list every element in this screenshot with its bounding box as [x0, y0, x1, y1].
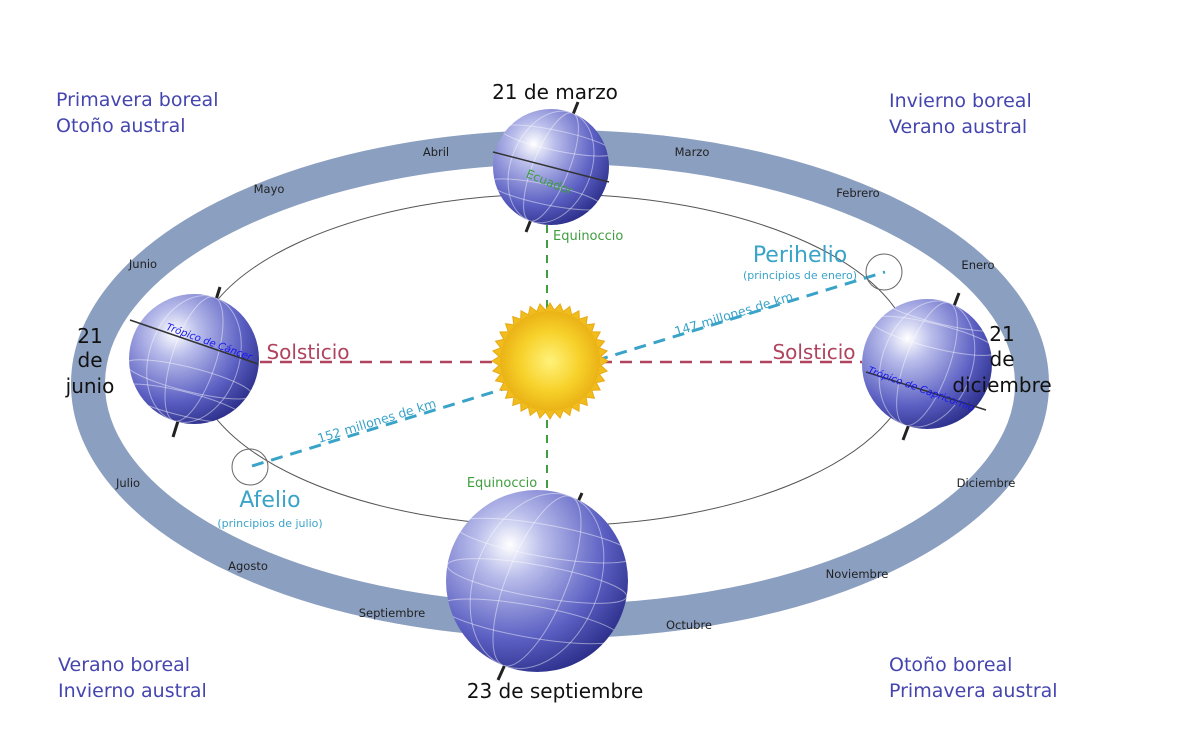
season-bottom-left-1: Verano boreal — [58, 654, 190, 676]
date-september: 23 de septiembre — [467, 679, 644, 703]
solstice-label-left: Solsticio — [266, 340, 349, 364]
distance-perihelion: 147 millones de km — [673, 289, 795, 339]
month-julio: Julio — [115, 476, 140, 490]
aphelion-marker — [231, 448, 269, 486]
earth-december: Trópico de Capricornio — [862, 292, 992, 441]
date-march: 21 de marzo — [492, 80, 618, 104]
aphelion-label: Afelio — [239, 488, 300, 513]
equinox-label-top: Equinoccio — [553, 229, 623, 244]
date-december-3: diciembre — [952, 373, 1051, 397]
season-top-left-2: Otoño austral — [56, 115, 186, 137]
date-december-2: de — [990, 347, 1015, 371]
aphelion-sublabel: (principios de julio) — [217, 517, 322, 530]
season-top-right-2: Verano austral — [889, 116, 1027, 138]
month-junio: Junio — [128, 257, 157, 271]
season-bottom-right-1: Otoño boreal — [889, 654, 1012, 676]
month-mayo: Mayo — [254, 182, 285, 196]
month-abril: Abril — [423, 145, 449, 159]
month-septiembre: Septiembre — [359, 606, 426, 620]
month-febrero: Febrero — [836, 186, 879, 200]
perihelion-sublabel: (principios de enero) — [743, 269, 857, 282]
season-bottom-left-2: Invierno austral — [58, 680, 207, 702]
earth-march: Ecuador — [492, 101, 610, 233]
date-june-1: 21 — [77, 324, 102, 348]
date-june-3: junio — [65, 374, 115, 398]
sun — [491, 302, 609, 420]
distance-aphelion: 152 millones de km — [316, 396, 438, 446]
season-bottom-right-2: Primavera austral — [889, 680, 1058, 702]
date-december-1: 21 — [989, 322, 1014, 346]
month-enero: Enero — [961, 258, 994, 272]
earth-september — [446, 490, 628, 681]
month-noviembre: Noviembre — [826, 567, 889, 581]
month-agosto: Agosto — [228, 559, 268, 573]
month-marzo: Marzo — [675, 145, 710, 159]
date-june-2: de — [78, 348, 103, 372]
earth-june: Trópico de Cáncer — [129, 286, 259, 438]
month-diciembre: Diciembre — [957, 476, 1016, 490]
season-top-right-1: Invierno boreal — [889, 90, 1032, 112]
season-top-left-1: Primavera boreal — [56, 89, 218, 111]
equinox-label-bottom: Equinoccio — [467, 476, 537, 491]
perihelion-marker — [865, 253, 903, 291]
solstice-label-right: Solsticio — [772, 340, 855, 364]
month-octubre: Octubre — [666, 618, 712, 632]
perihelion-label: Perihelio — [753, 243, 847, 268]
